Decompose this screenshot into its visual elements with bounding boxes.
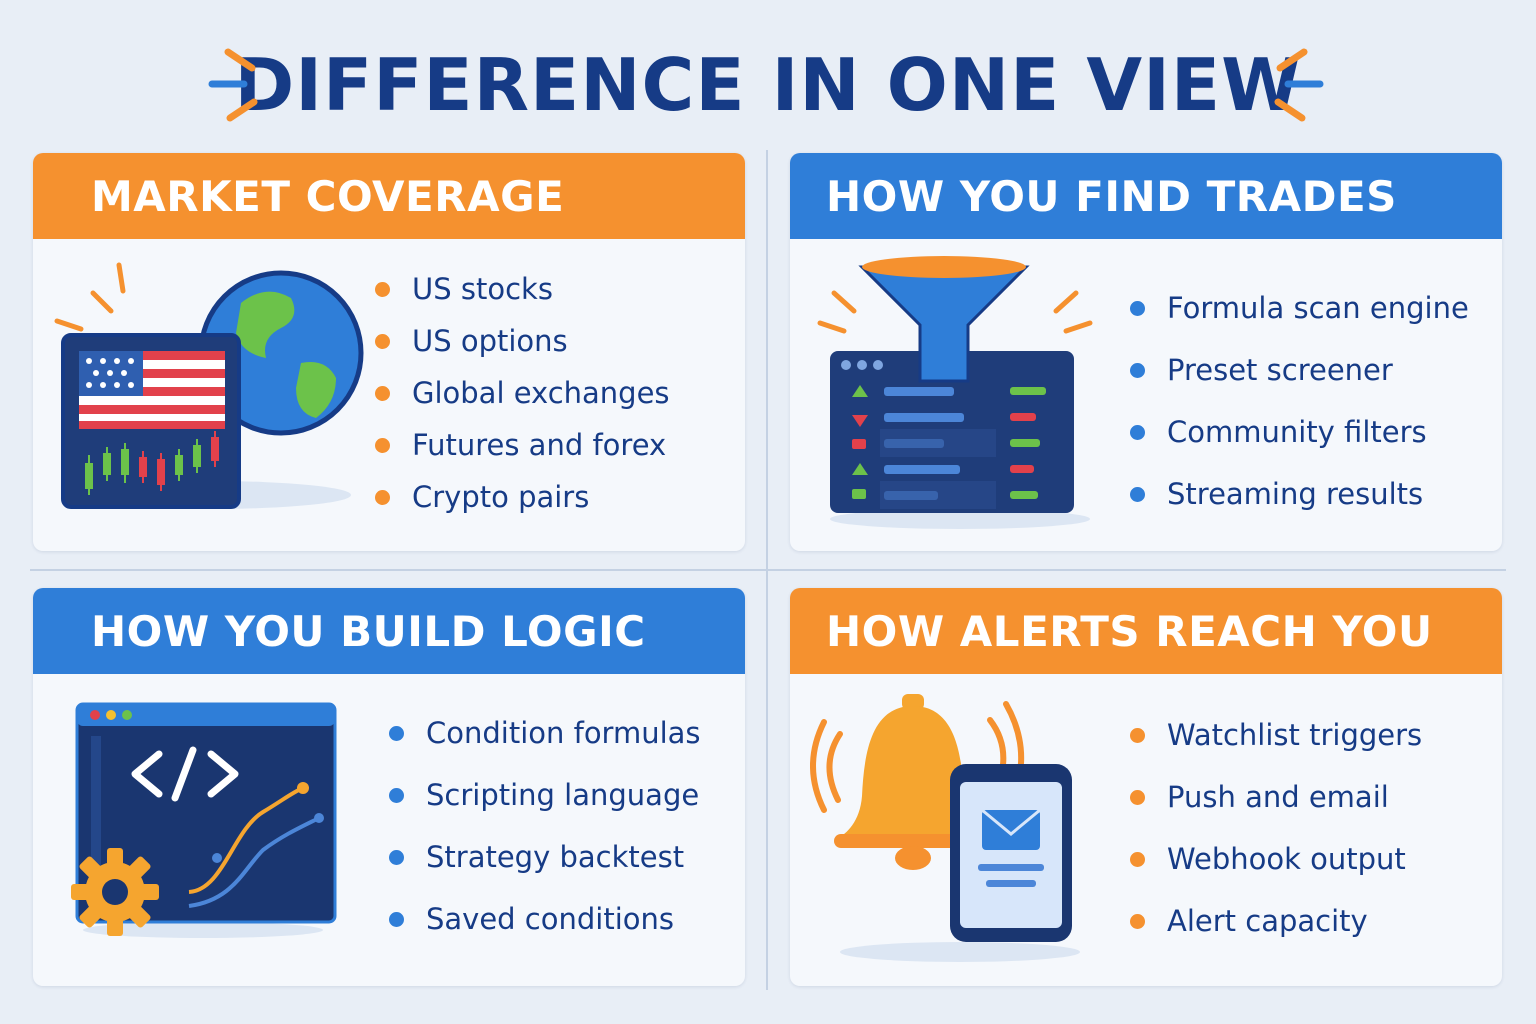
funnel-screener-icon <box>817 256 1093 529</box>
bullet-dot-icon <box>375 385 390 401</box>
list-item: Formula scan engine <box>1130 277 1469 339</box>
list-item-label: US stocks <box>412 272 553 306</box>
list-item-label: Condition formulas <box>426 716 701 750</box>
panel-heading: MARKET COVERAGE <box>33 153 745 239</box>
sparkle-right-icon <box>1274 48 1324 122</box>
list-item: Push and email <box>1130 766 1422 828</box>
list-item: Scripting language <box>389 764 701 826</box>
bullet-dot-icon <box>1130 727 1145 743</box>
list-item-label: Saved conditions <box>426 902 675 936</box>
list-item: US options <box>375 315 670 367</box>
list-item: Saved conditions <box>389 888 701 950</box>
list-item-label: Streaming results <box>1167 477 1424 511</box>
list-item-label: Scripting language <box>426 778 700 812</box>
list-item: Preset screener <box>1130 339 1469 401</box>
bullet-dot-icon <box>1130 300 1145 316</box>
bullet-dot-icon <box>1130 424 1145 440</box>
list-item: Futures and forex <box>375 419 670 471</box>
bullet-dot-icon <box>375 281 390 297</box>
bell-phone-icon <box>810 694 1080 962</box>
list-item-label: Formula scan engine <box>1167 291 1469 325</box>
list-item: Watchlist triggers <box>1130 704 1422 766</box>
globe-flag-chart-icon <box>54 262 364 509</box>
bullet-dot-icon <box>1130 851 1145 867</box>
list-item-label: Alert capacity <box>1167 904 1368 938</box>
list-item-label: Webhook output <box>1167 842 1406 876</box>
list-item-label: Community filters <box>1167 415 1427 449</box>
bullet-dot-icon <box>375 437 390 453</box>
list-item: Community filters <box>1130 401 1469 463</box>
bullet-dot-icon <box>375 333 390 349</box>
list-item: Crypto pairs <box>375 471 670 523</box>
panel-heading: HOW YOU BUILD LOGIC <box>33 588 745 674</box>
list-item-label: Futures and forex <box>412 428 667 462</box>
list-item: Streaming results <box>1130 463 1469 525</box>
bullet-dot-icon <box>389 849 404 865</box>
panel-heading: HOW ALERTS REACH YOU <box>790 588 1502 674</box>
list-item-label: Watchlist triggers <box>1167 718 1423 752</box>
list-item: US stocks <box>375 263 670 315</box>
page-title: DIFFERENCE IN ONE VIEW <box>234 43 1302 127</box>
bullet-dot-icon <box>1130 913 1145 929</box>
bullet-dot-icon <box>389 787 404 803</box>
bullet-dot-icon <box>375 489 390 505</box>
bullet-dot-icon <box>1130 486 1145 502</box>
list-item-label: Global exchanges <box>412 376 670 410</box>
list-item-label: Push and email <box>1167 780 1389 814</box>
list-item: Strategy backtest <box>389 826 701 888</box>
list-item: Condition formulas <box>389 702 701 764</box>
sparkle-left-icon <box>208 48 258 122</box>
panel-heading: HOW YOU FIND TRADES <box>790 153 1502 239</box>
bullet-dot-icon <box>389 911 404 927</box>
list-item: Alert capacity <box>1130 890 1422 952</box>
panel-market-coverage: MARKET COVERAGE <box>33 153 745 551</box>
bullet-dot-icon <box>1130 362 1145 378</box>
code-window-gear-icon <box>71 702 337 938</box>
bullet-dot-icon <box>389 725 404 741</box>
list-item-label: US options <box>412 324 568 358</box>
horizontal-divider <box>30 569 1506 571</box>
bullet-dot-icon <box>1130 789 1145 805</box>
list-item-label: Crypto pairs <box>412 480 590 514</box>
list-item: Global exchanges <box>375 367 670 419</box>
list-item: Webhook output <box>1130 828 1422 890</box>
panel-find-trades: HOW YOU FIND TRADES Fo <box>790 153 1502 551</box>
list-item-label: Preset screener <box>1167 353 1393 387</box>
list-item-label: Strategy backtest <box>426 840 685 874</box>
panel-build-logic: HOW YOU BUILD LOGIC <box>33 588 745 986</box>
